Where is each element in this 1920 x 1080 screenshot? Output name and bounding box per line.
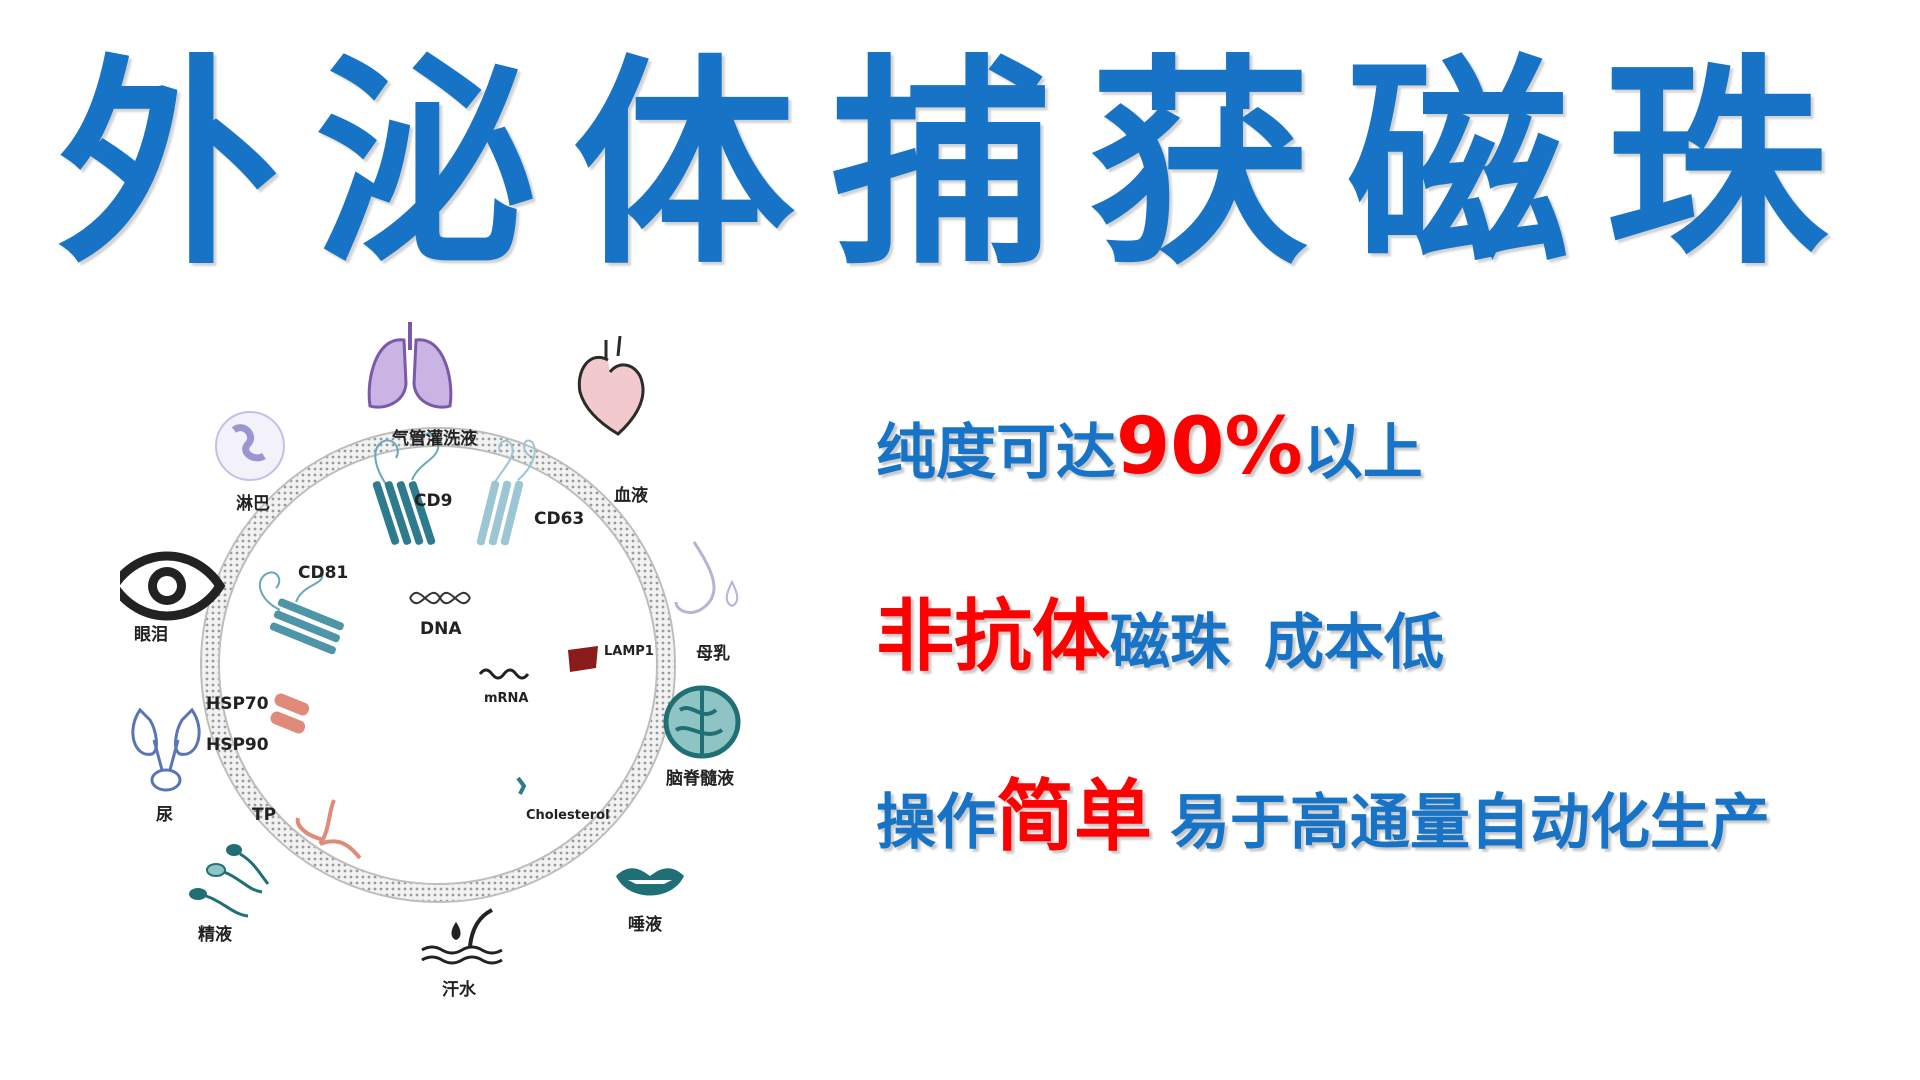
- feature-operation-text-a: 操作: [876, 788, 996, 858]
- dna-label: DNA: [420, 619, 462, 639]
- cd81-receptor-icon: [258, 571, 344, 655]
- cd9-label: CD9: [414, 491, 452, 511]
- feature-purity-text-c: 以上: [1302, 418, 1423, 488]
- feature-operation-highlight: 简单: [996, 772, 1153, 862]
- lungs-icon: [367, 322, 453, 409]
- hsp70-label: HSP70: [206, 694, 269, 714]
- lamp1-label: LAMP1: [604, 644, 654, 659]
- brain-icon: [663, 685, 741, 759]
- cholesterol-label: Cholesterol: [526, 808, 610, 823]
- breast-milk-icon: [674, 541, 739, 614]
- source-label-blood: 血液: [614, 485, 648, 506]
- hsp-protein-icon: [270, 693, 310, 734]
- lips-icon: [616, 868, 684, 896]
- mrna-label: mRNA: [484, 691, 529, 706]
- source-label-saliva: 唾液: [628, 914, 662, 935]
- cholesterol-icon: [516, 776, 527, 795]
- cd63-receptor-icon: [476, 439, 536, 546]
- source-label-semen: 精液: [198, 924, 232, 945]
- source-label-csf: 脑脊髓液: [666, 768, 734, 789]
- kidney-icon: [131, 707, 201, 792]
- page-title: 外泌体捕获磁珠: [57, 37, 1863, 295]
- feature-cost-highlight: 非抗体: [876, 592, 1111, 682]
- feature-operation: 操作简单易于高通量自动化生产: [876, 778, 1770, 856]
- feature-cost-text-b: 磁珠: [1110, 608, 1231, 678]
- lamp1-protein-icon: [568, 646, 598, 672]
- cd81-label: CD81: [298, 563, 348, 583]
- tp-protein-icon: [295, 799, 362, 860]
- cd63-label: CD63: [534, 509, 584, 529]
- feature-cost-text-c: 成本低: [1264, 608, 1445, 678]
- source-label-urine: 尿: [156, 805, 173, 825]
- exosome-membrane: [200, 427, 676, 903]
- source-label-tears: 眼泪: [134, 624, 168, 645]
- feature-cost: 非抗体磁珠成本低: [876, 598, 1444, 676]
- feature-purity-value: 90%: [1116, 402, 1303, 492]
- tp-label: TP: [252, 805, 276, 825]
- source-label-milk: 母乳: [696, 643, 730, 664]
- skin-sweat-icon: [421, 908, 503, 965]
- hsp90-label: HSP90: [206, 735, 269, 755]
- feature-purity-text-a: 纯度可达: [876, 418, 1116, 488]
- dna-icon: [409, 591, 471, 605]
- sperm-icon: [189, 844, 270, 918]
- exosome-diagram: CD9 CD63 CD81 LAMP1 HSP70 HSP90 TP Chole…: [120, 322, 741, 1000]
- cd9-receptor-icon: [372, 432, 440, 545]
- source-label-sweat: 汗水: [442, 979, 477, 1000]
- eye-icon: [120, 551, 226, 621]
- feature-purity: 纯度可达90%以上: [876, 408, 1423, 486]
- lymph-cell-icon: [215, 411, 285, 481]
- source-label-lung: 气管灌洗液: [391, 428, 477, 449]
- mrna-icon: [478, 668, 530, 680]
- feature-operation-text-c: 易于高通量自动化生产: [1170, 788, 1771, 858]
- heart-icon: [577, 335, 645, 436]
- source-label-lymph: 淋巴: [236, 493, 270, 514]
